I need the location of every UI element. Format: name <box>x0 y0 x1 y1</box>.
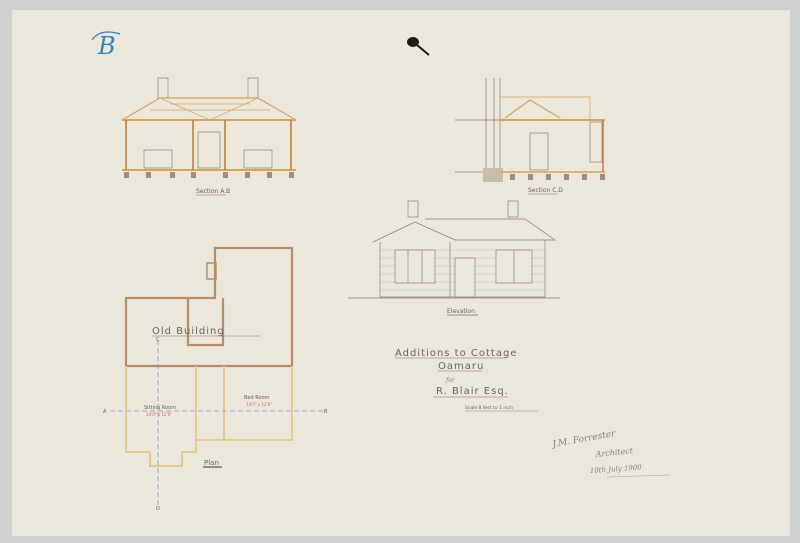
section-marker-a: A <box>103 409 107 415</box>
svg-text:10th July 1900: 10th July 1900 <box>590 463 643 475</box>
corner-mark: B <box>97 32 116 60</box>
section-marker-d: D <box>156 506 160 512</box>
title-line-4: R. Blair Esq. <box>436 386 509 397</box>
section-cd-label: Section C.D <box>528 187 563 194</box>
old-building-label: Old Building <box>152 326 225 337</box>
title-block: Additions to Cottage Oamaru for R. Blair… <box>395 348 538 412</box>
elevation-label: Elevation <box>447 308 475 315</box>
new-addition-walls <box>125 366 293 467</box>
floor-plan <box>110 246 325 505</box>
section-cd <box>455 78 605 182</box>
section-ab <box>121 77 297 178</box>
scale-note: Scale 8 feet to 1 inch <box>465 405 513 411</box>
plan-label: Plan <box>204 459 219 467</box>
ink-blot <box>407 37 430 56</box>
section-marker-c: C <box>156 337 160 343</box>
room-label-bed: Bed Room <box>244 395 270 401</box>
svg-text:Architect: Architect <box>594 446 634 459</box>
section-marker-b: B <box>324 409 328 415</box>
title-line-2: Oamaru <box>438 361 484 372</box>
section-ab-label: Section A.B <box>196 188 230 195</box>
room-label-sitting: Sitting Room <box>144 405 176 411</box>
room-size-sitting: 14'0" x 12'0" <box>146 412 172 417</box>
title-line-1: Additions to Cottage <box>395 348 517 359</box>
room-size-bed: 14'0" x 12'0" <box>246 402 272 407</box>
elevation <box>348 200 560 299</box>
title-line-3: for <box>445 377 456 384</box>
